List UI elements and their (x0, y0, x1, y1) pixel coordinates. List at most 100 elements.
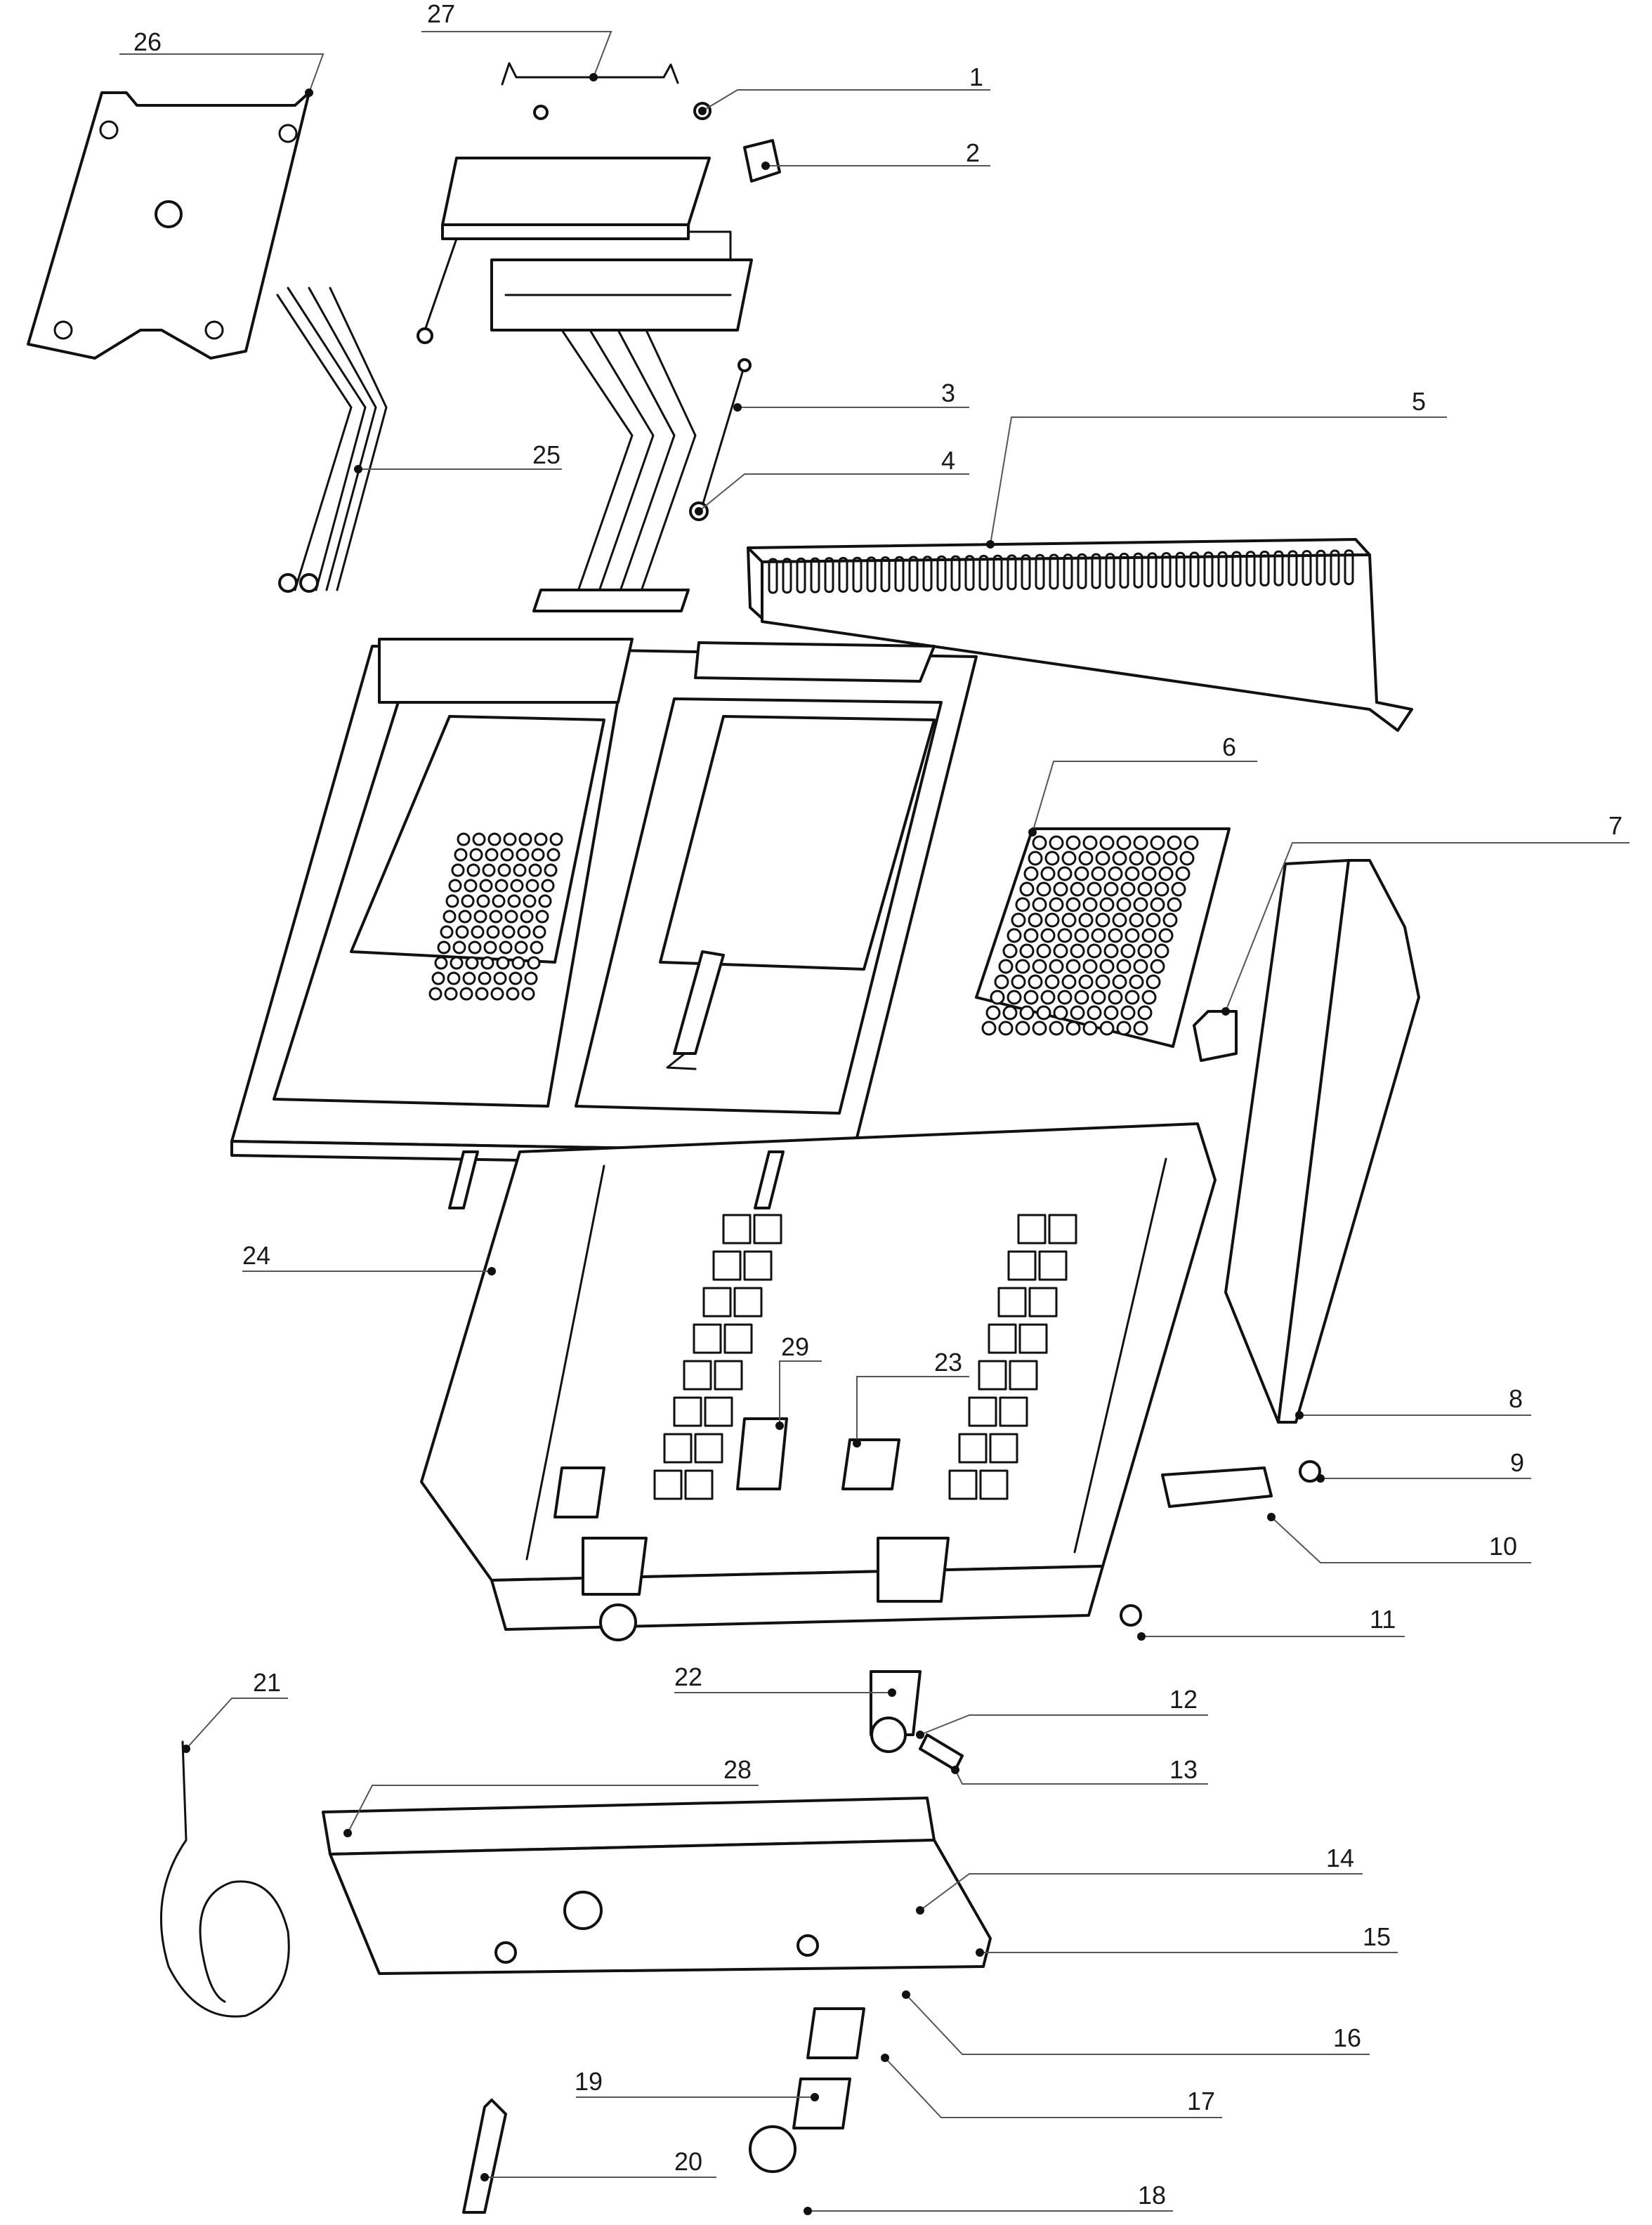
mesh-hole (531, 848, 545, 862)
mesh-hole (442, 910, 457, 924)
callout-8: 8 (1509, 1384, 1523, 1413)
heating-element-right-part (532, 329, 697, 612)
mesh-hole (541, 879, 555, 893)
mesh-hole (461, 894, 475, 908)
grid-hole (1078, 851, 1094, 866)
mesh-hole (493, 971, 507, 985)
grid-hole (1103, 881, 1119, 897)
callout-20: 20 (674, 2147, 702, 2176)
vent-slot (810, 557, 820, 593)
callout-5: 5 (1412, 387, 1426, 416)
callout-25: 25 (532, 440, 560, 469)
grid-hole (1099, 897, 1115, 912)
vent-slot (768, 558, 778, 594)
grid-hole (1137, 881, 1153, 897)
vent-square (722, 1214, 752, 1245)
grid-hole (1125, 866, 1140, 881)
callout-19: 19 (575, 2067, 603, 2096)
grid-hole (1120, 1005, 1136, 1020)
callout-1: 1 (969, 63, 983, 91)
mesh-hole (504, 910, 518, 924)
grid-hole (1066, 897, 1081, 912)
grid-hole (1087, 943, 1102, 959)
mesh-hole (518, 832, 532, 846)
base-plate-part (27, 91, 310, 360)
mesh-hole (480, 956, 494, 970)
vent-slot (1119, 553, 1129, 589)
grid-hole (1049, 835, 1064, 851)
mesh-hole (483, 940, 497, 954)
mesh-hole (535, 910, 549, 924)
callout-numbers: 27 26 1 2 3 4 5 25 6 7 24 29 23 8 9 10 1… (133, 0, 1622, 2210)
vent-slot (1175, 551, 1186, 588)
mesh-hole (459, 987, 473, 1001)
mesh-hole (513, 863, 527, 877)
mesh-hole (464, 879, 478, 893)
grid-hole (1019, 943, 1035, 959)
grid-hole (1082, 959, 1098, 974)
vent-slot (1133, 552, 1143, 589)
mesh-hole (496, 956, 510, 970)
grid-hole (1032, 897, 1047, 912)
grid-hole (1040, 866, 1056, 881)
vent-square (988, 1323, 1017, 1354)
grid-hole (1116, 1020, 1132, 1036)
vent-square (989, 1433, 1018, 1464)
mesh-hole (523, 894, 537, 908)
vent-slot (1077, 553, 1087, 589)
mesh-hole (471, 925, 485, 939)
vent-slot (1344, 549, 1354, 586)
grid-hole (1061, 912, 1077, 928)
vent-square (733, 1287, 763, 1318)
callout-10: 10 (1489, 1532, 1517, 1561)
grid-hole (1150, 959, 1165, 974)
grid-hole (1040, 928, 1056, 943)
grid-hole (1162, 912, 1178, 928)
callout-24: 24 (242, 1241, 270, 1270)
mesh-hole (458, 910, 472, 924)
grid-hole (1019, 881, 1035, 897)
grid-hole (1091, 866, 1106, 881)
grid-hole (1002, 943, 1018, 959)
mesh-hole (457, 832, 471, 846)
vent-square (684, 1469, 714, 1500)
grid-hole (1053, 881, 1068, 897)
vent-slot (1302, 550, 1312, 586)
grid-hole (1032, 1020, 1047, 1036)
grid-hole (1087, 1005, 1102, 1020)
mesh-hole (516, 848, 530, 862)
vent-square (702, 1287, 732, 1318)
vent-square (743, 1250, 773, 1281)
grid-hole (1007, 928, 1022, 943)
grid-hole (1036, 1005, 1051, 1020)
grid-hole (1099, 959, 1115, 974)
grid-hole (1066, 959, 1081, 974)
grid-hole (1074, 990, 1089, 1005)
grid-hole (1095, 912, 1110, 928)
grid-hole (1044, 974, 1060, 990)
mesh-hole (497, 863, 511, 877)
grid-hole (1036, 881, 1051, 897)
mesh-hole (501, 925, 516, 939)
mesh-hole (492, 894, 506, 908)
grid-hole (1103, 1005, 1119, 1020)
heating-element-left-part (276, 287, 388, 593)
grid-hole (1028, 851, 1043, 866)
vent-square (683, 1360, 712, 1391)
grid-hole (1053, 943, 1068, 959)
mesh-hole (521, 987, 535, 1001)
grid-hole (1066, 835, 1081, 851)
vent-slot (1217, 551, 1228, 587)
grid-hole (1146, 974, 1161, 990)
mesh-hole (452, 940, 466, 954)
grid-hole (1112, 851, 1127, 866)
vent-slot (936, 555, 947, 591)
grid-hole (1078, 912, 1094, 928)
vent-square (1038, 1250, 1068, 1281)
grid-hole (1158, 866, 1174, 881)
vent-square (1018, 1323, 1048, 1354)
vent-slot (1189, 551, 1200, 588)
mesh-hole (431, 971, 445, 985)
grid-hole (1002, 1005, 1018, 1020)
